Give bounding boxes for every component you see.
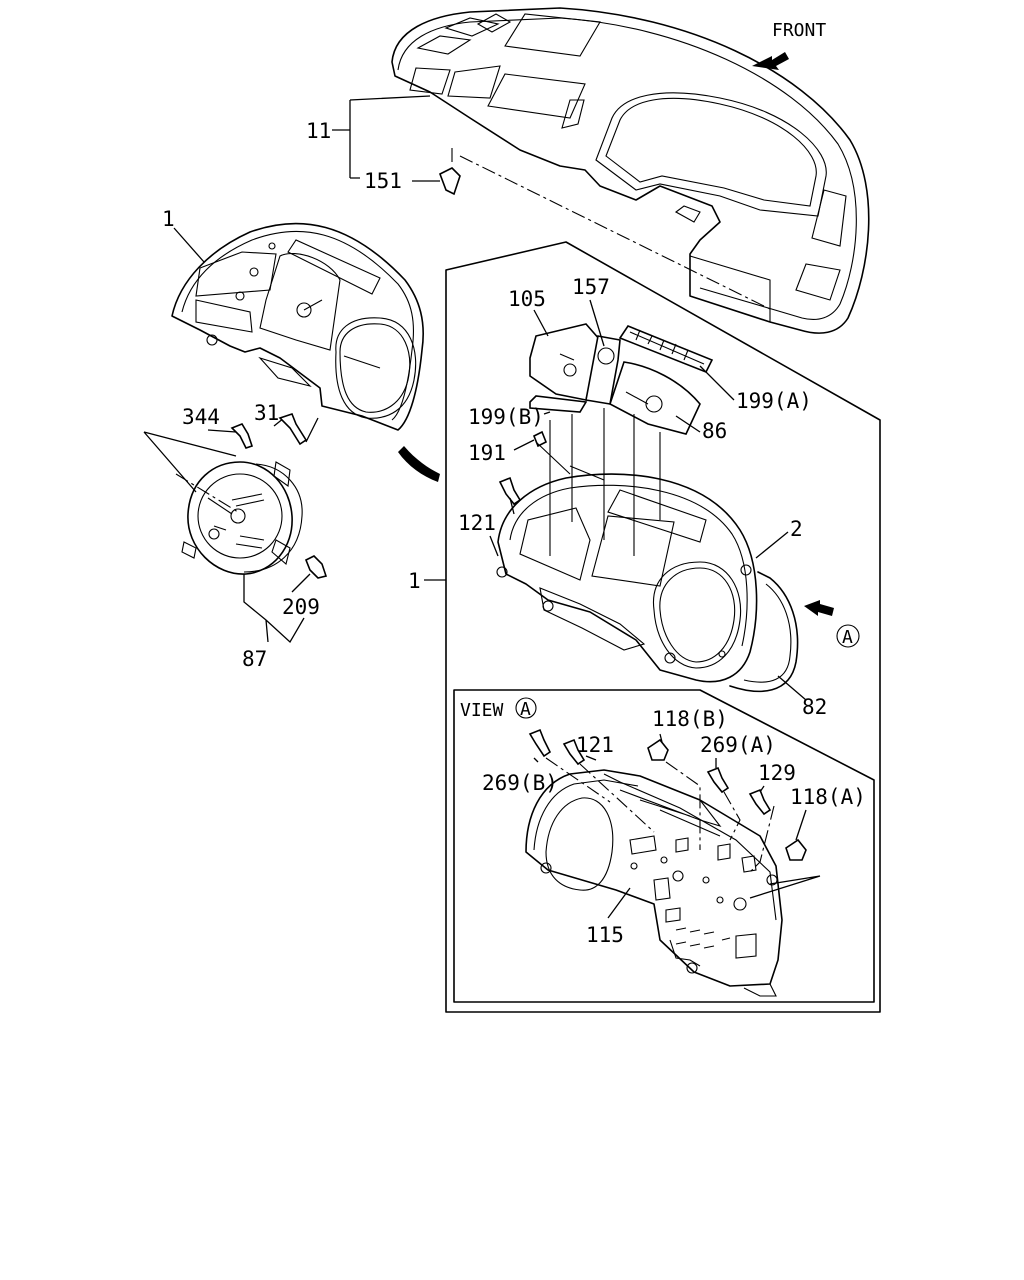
- label-82: 82: [802, 695, 827, 719]
- label-121-view: 121: [576, 733, 614, 757]
- view-a-frame: [453, 689, 875, 1003]
- label-199a: 199(A): [736, 389, 812, 413]
- face-plate-157: [585, 335, 621, 405]
- assembly-direction-icon: [398, 446, 440, 482]
- view-a-title: VIEW A: [460, 697, 537, 721]
- callout-2: 2: [755, 517, 803, 559]
- callout-199a: 199(A): [699, 365, 812, 413]
- callout-105: 105: [508, 287, 549, 337]
- gauge-unit-87: [181, 461, 303, 575]
- callout-121-view: 121: [562, 733, 655, 833]
- callout-87: 87: [242, 574, 305, 671]
- callout-1-side: 1: [408, 569, 446, 593]
- callout-344: 344: [182, 405, 254, 449]
- dashboard-panel: [391, 7, 870, 334]
- front-arrow-icon: [752, 52, 789, 70]
- label-86: 86: [702, 419, 727, 443]
- housing-2: [496, 473, 758, 683]
- view-label-marker: A: [520, 699, 531, 720]
- label-87: 87: [242, 647, 267, 671]
- screw-269b-icon: [528, 728, 552, 758]
- bulb-209-icon: [304, 555, 328, 579]
- screw-129-icon: [748, 788, 772, 816]
- label-269b: 269(B): [482, 771, 558, 795]
- callout-115: 115: [586, 887, 631, 947]
- label-209: 209: [282, 595, 320, 619]
- bulb-118b-icon: [647, 738, 669, 761]
- callout-269a: 269(A): [700, 733, 776, 841]
- exploded-view-frame: [445, 241, 881, 1013]
- label-1-top: 1: [162, 207, 175, 231]
- callout-11: 11: [306, 95, 431, 179]
- label-199b: 199(B): [468, 405, 544, 429]
- label-118a: 118(A): [790, 785, 866, 809]
- label-1-side: 1: [408, 569, 421, 593]
- screw-344-icon: [230, 423, 254, 449]
- label-157: 157: [572, 275, 610, 299]
- callout-129: 129: [747, 761, 796, 875]
- label-191: 191: [468, 441, 506, 465]
- callout-191: 191: [468, 430, 548, 465]
- strip-199b: [529, 395, 588, 413]
- screw-121-icon: [498, 476, 522, 506]
- front-label: FRONT: [772, 20, 826, 41]
- callout-82: 82: [777, 675, 827, 719]
- label-11: 11: [306, 119, 331, 143]
- callout-199b: 199(B): [468, 405, 551, 429]
- label-269a: 269(A): [700, 733, 776, 757]
- label-115: 115: [586, 923, 624, 947]
- meter-assembly-left: [171, 222, 424, 431]
- indicator-strip-199a: [618, 325, 714, 374]
- view-a-marker: A: [842, 627, 853, 648]
- callout-157: 157: [572, 275, 610, 347]
- bulb-118a-icon: [785, 838, 807, 861]
- view-label: VIEW: [460, 700, 504, 721]
- face-plate-86: [609, 361, 701, 435]
- bulb-191-icon: [532, 430, 548, 448]
- label-121: 121: [458, 511, 496, 535]
- callout-269b: 269(B): [482, 728, 611, 803]
- callout-31: 31: [254, 401, 308, 446]
- callout-209: 209: [282, 555, 328, 619]
- callout-118b: 118(B): [647, 707, 728, 850]
- label-31: 31: [254, 401, 279, 425]
- callout-121: 121: [458, 476, 522, 557]
- callout-1-top: 1: [162, 207, 205, 263]
- lens-82: [729, 571, 799, 693]
- view-a-arrow: A: [804, 600, 860, 648]
- callout-86: 86: [675, 415, 727, 443]
- screw-121-view-icon: [562, 738, 586, 766]
- clip-151-icon: [438, 167, 461, 196]
- view-a-arrow-icon: [804, 600, 834, 616]
- label-344: 344: [182, 405, 220, 429]
- callout-151: 151: [364, 148, 773, 311]
- front-direction-indicator: FRONT: [752, 20, 826, 70]
- label-129: 129: [758, 761, 796, 785]
- label-118b: 118(B): [652, 707, 728, 731]
- screw-31-icon: [278, 413, 308, 446]
- callout-118a: 118(A): [749, 785, 866, 899]
- screw-269a-icon: [706, 766, 730, 794]
- label-151: 151: [364, 169, 402, 193]
- label-105: 105: [508, 287, 546, 311]
- label-2: 2: [790, 517, 803, 541]
- circuit-board-115: [525, 769, 783, 997]
